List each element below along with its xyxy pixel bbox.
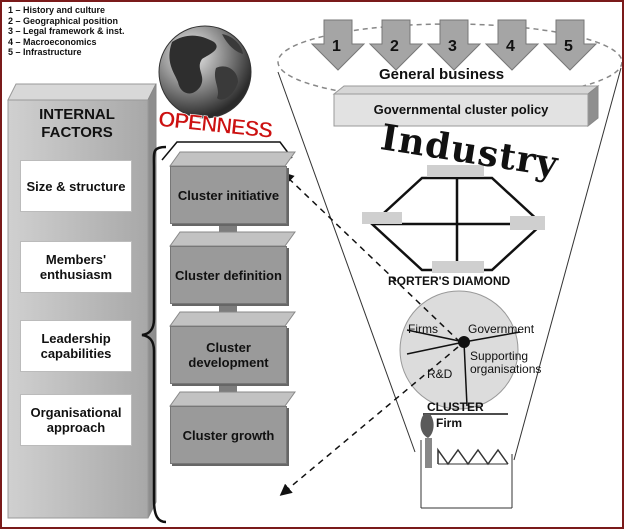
stage-cluster-development: Cluster development [170, 326, 287, 384]
stage-cluster-initiative: Cluster initiative [170, 166, 287, 224]
legend: 1 – History and culture 2 – Geographical… [8, 5, 125, 58]
legend-item: 3 – Legal framework & inst. [8, 26, 125, 36]
arrow-3-label: 3 [448, 38, 457, 55]
arrow-4-icon [484, 19, 540, 71]
circle-government-label: Government [468, 322, 535, 336]
globe-icon [158, 25, 252, 119]
stage-box-edges [169, 151, 296, 407]
firm-icon [420, 414, 513, 509]
policy-box-shape [332, 84, 600, 128]
factor-leadership: Leadership capabilities [20, 320, 132, 372]
legend-item: 1 – History and culture [8, 5, 106, 15]
arrow-1-icon [310, 19, 366, 71]
arrow-3-icon [426, 19, 482, 71]
arrow-2-icon [368, 19, 424, 71]
circle-rd-label: R&D [427, 367, 453, 381]
firm-label: Firm [436, 416, 463, 430]
internal-factors-panel [7, 83, 157, 519]
stage-cluster-definition: Cluster definition [170, 246, 287, 304]
arrow-2-label: 2 [390, 38, 399, 55]
factor-size-structure: Size & structure [20, 160, 132, 212]
cluster-circle [399, 290, 521, 415]
cluster-label: CLUSTER [427, 400, 484, 414]
stage-cluster-growth: Cluster growth [170, 406, 287, 464]
business-arrows [310, 19, 598, 71]
legend-item: 4 – Macroeconomics [8, 36, 97, 47]
circle-firms-label: Firms [408, 322, 438, 336]
arrow-4-label: 4 [506, 38, 515, 55]
legend-item: 2 – Geographical position [8, 15, 119, 26]
general-business-label: General business [379, 66, 505, 83]
arrow-5-icon [542, 19, 598, 71]
diamond-label: RORTER'S DIAMOND [388, 274, 511, 288]
internal-factors-title: INTERNAL FACTORS [39, 106, 115, 141]
arrow-5-label: 5 [564, 38, 573, 55]
arrow-1-label: 1 [332, 38, 341, 55]
openness-brace [141, 145, 167, 524]
policy-label: Governmental cluster policy [373, 102, 549, 117]
openness-bracket [161, 141, 293, 161]
factor-organisational-approach: Organisational approach [20, 394, 132, 446]
legend-item: 5 – Infrastructure [8, 47, 82, 57]
factor-members-enthusiasm: Members' enthusiasm [20, 241, 132, 293]
porters-diamond [362, 165, 545, 273]
circle-supporting-label: Supporting organisations [470, 349, 542, 376]
dashed-arrows [279, 171, 461, 496]
